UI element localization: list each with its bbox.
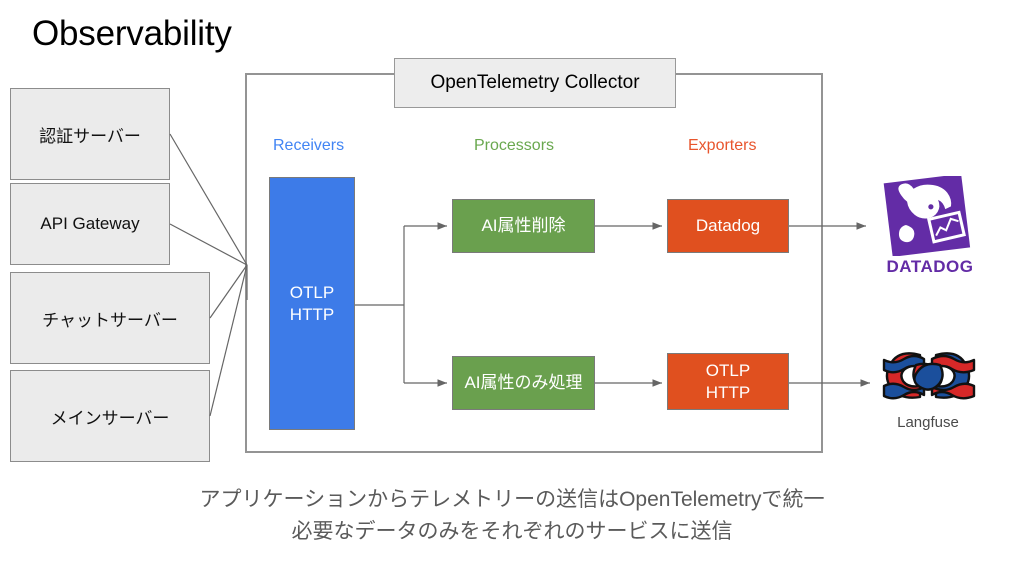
destination-datadog[interactable]: DATADOG xyxy=(872,173,988,280)
exporter-line-1: OTLP xyxy=(705,360,751,380)
processor-label: AI属性のみ処理 xyxy=(464,373,583,392)
caption-line-2: 必要なデータのみをそれぞれのサービスに送信 xyxy=(291,520,733,543)
processor-node-ai-attribute-strip[interactable]: AI属性削除 xyxy=(452,199,595,253)
column-label-processors: Processors xyxy=(474,137,555,154)
collector-title-box: OpenTelemetry Collector xyxy=(394,58,676,108)
receiver-line-1: OTLP xyxy=(289,282,335,302)
langfuse-wordmark: Langfuse xyxy=(897,414,959,431)
datadog-wordmark: DATADOG xyxy=(886,257,974,276)
exporter-node-datadog[interactable]: Datadog xyxy=(667,199,789,253)
source-box-chat-server[interactable]: チャットサーバー xyxy=(10,272,210,364)
column-label-receivers: Receivers xyxy=(273,137,345,154)
exporter-node-otlp-http[interactable]: OTLP HTTP xyxy=(667,353,789,410)
receiver-line-2: HTTP xyxy=(289,304,335,324)
processor-node-ai-attribute-only[interactable]: AI属性のみ処理 xyxy=(452,356,595,410)
processor-label: AI属性削除 xyxy=(481,216,566,235)
page-title: Observability xyxy=(32,14,232,53)
exporter-line-2: HTTP xyxy=(705,382,751,402)
diagram-caption: アプリケーションからテレメトリーの送信はOpenTelemetryで統一 必要な… xyxy=(0,484,1024,548)
exporter-label: Datadog xyxy=(695,216,761,235)
caption-line-1: アプリケーションからテレメトリーの送信はOpenTelemetryで統一 xyxy=(199,488,825,511)
source-box-api-gateway[interactable]: API Gateway xyxy=(10,183,170,265)
langfuse-icon xyxy=(882,352,976,400)
column-label-exporters: Exporters xyxy=(688,137,757,154)
datadog-icon xyxy=(883,173,971,257)
destination-langfuse[interactable]: Langfuse xyxy=(876,347,980,433)
source-box-main-server[interactable]: メインサーバー xyxy=(10,370,210,462)
source-box-auth-server[interactable]: 認証サーバー xyxy=(10,88,170,180)
receiver-node-otlp-http[interactable]: OTLP HTTP xyxy=(269,177,355,430)
